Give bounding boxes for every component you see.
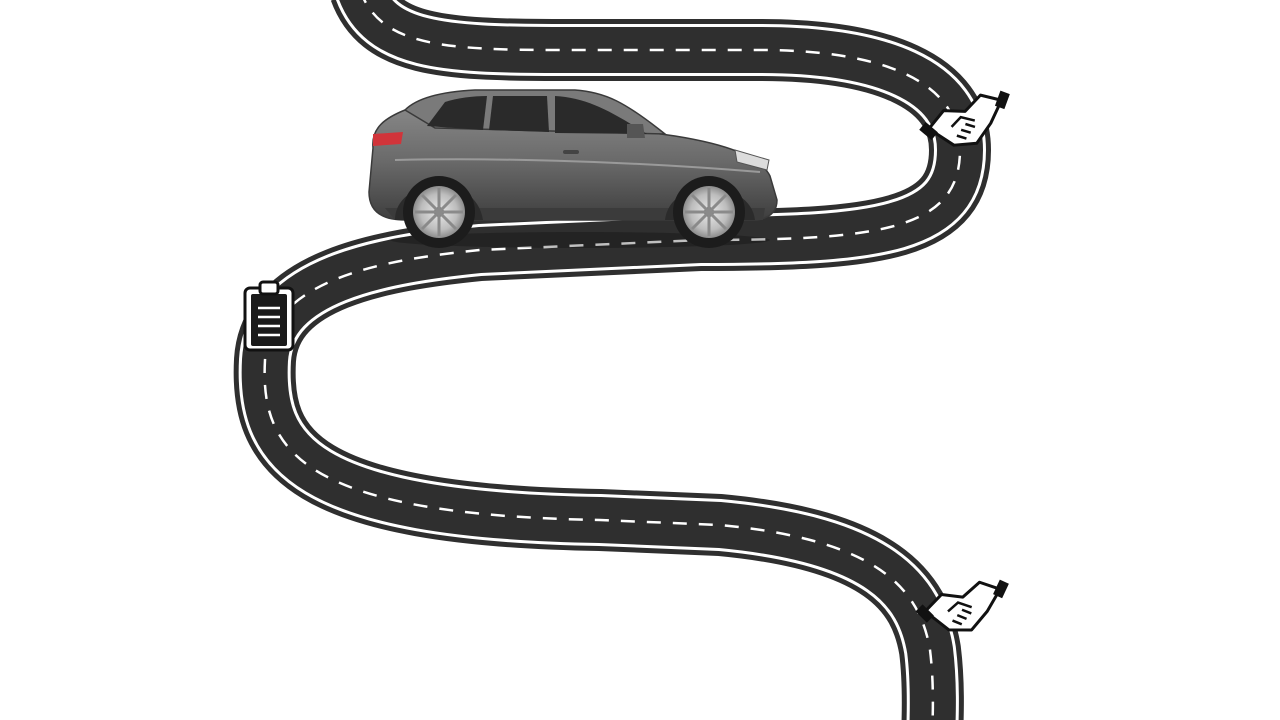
car-headlight [734,149,770,171]
handshake-icon [915,579,1009,632]
car-taillight [373,132,403,146]
car-front-window [555,96,647,134]
car-rear-wheel [403,176,475,248]
road-center-dashes [263,0,962,720]
clipboard-icon [243,280,295,352]
winding-road [233,0,991,720]
car-middle-window [489,96,549,132]
handshake-icon [919,90,1010,147]
car [368,89,778,248]
car-rear-window [427,96,487,130]
car-front-wheel [673,176,745,248]
